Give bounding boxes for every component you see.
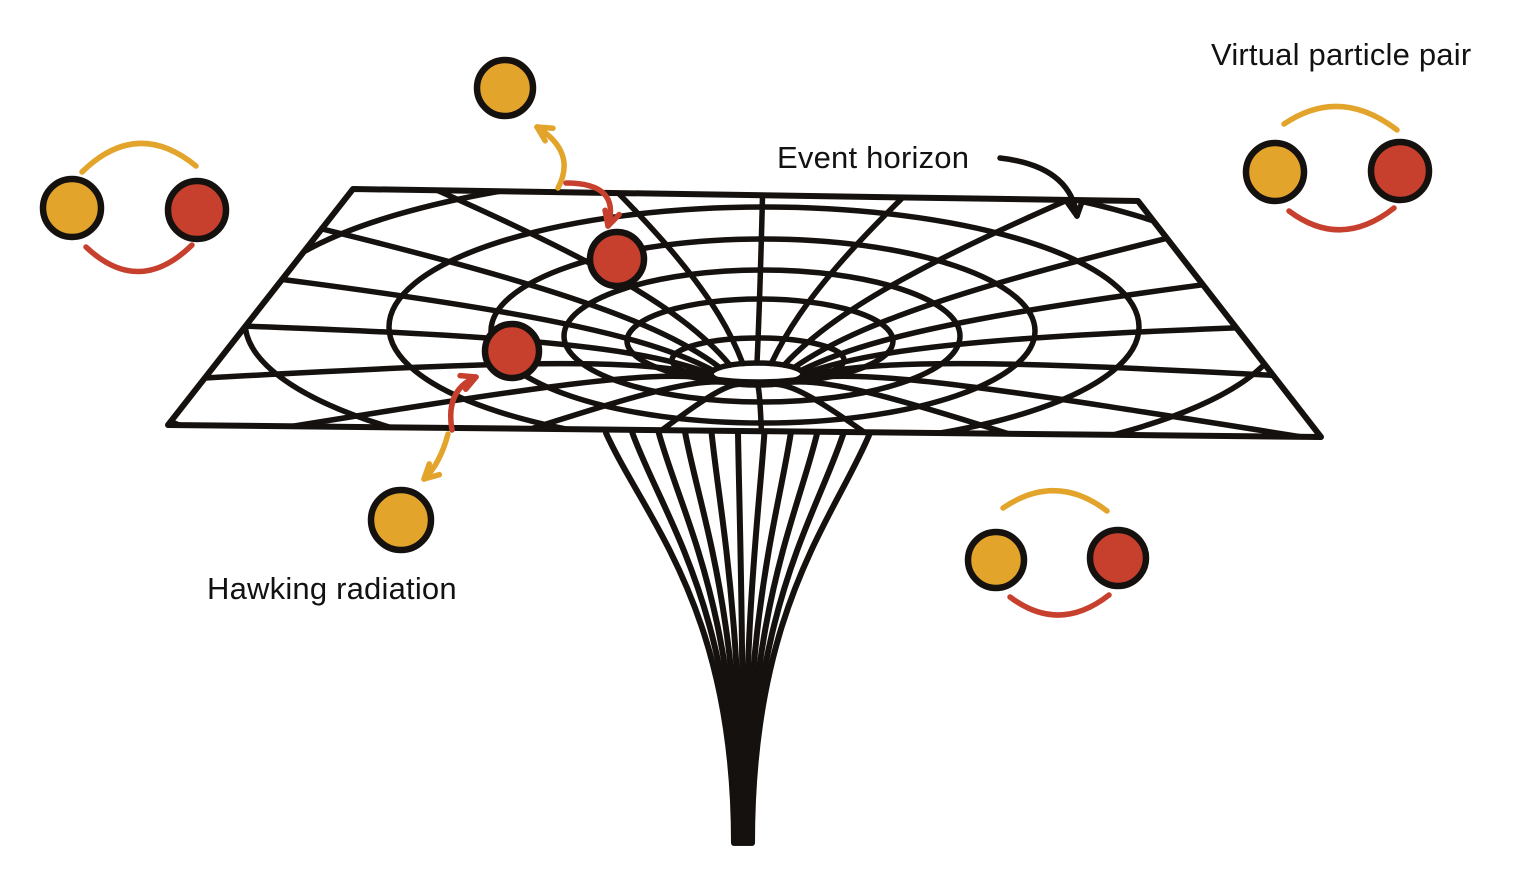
- pair-topright-bottom-arc: [1286, 205, 1397, 233]
- pair-bottomright-top-arc: [1000, 488, 1110, 514]
- orange-particle: [473, 56, 537, 120]
- grid-spoke: [781, 189, 1233, 368]
- pair-left-top-arc: [79, 140, 199, 175]
- infall-arrow-left: [448, 372, 479, 433]
- red-particle: [481, 320, 543, 382]
- grid-spoke: [781, 379, 1233, 437]
- grid-spoke: [797, 360, 1321, 392]
- orange-particle: [367, 486, 435, 554]
- virtual-particle-pair-label: Virtual particle pair: [1211, 37, 1472, 72]
- escape-arrow-left: [421, 431, 451, 482]
- orange-particle: [1242, 139, 1308, 205]
- hawking-radiation-label: Hawking radiation: [207, 571, 457, 606]
- grid-spoke: [768, 381, 1012, 437]
- grid-spoke: [800, 315, 1321, 377]
- orange-particle: [39, 175, 105, 241]
- pair-bottomright-bottom-arc: [1007, 592, 1112, 618]
- grid-spoke: [518, 189, 746, 367]
- grid-spoke: [797, 244, 1321, 374]
- black-hole-funnel: [603, 430, 873, 846]
- grid-spoke: [297, 379, 733, 437]
- pair-topright-top-arc: [1281, 103, 1400, 133]
- event-horizon-arrow: [997, 155, 1086, 219]
- grid-spoke: [754, 189, 768, 366]
- grid-spoke: [768, 189, 1012, 367]
- red-particle: [586, 228, 648, 290]
- escape-arrow-top: [534, 124, 567, 191]
- red-particle: [1367, 138, 1433, 204]
- orange-particle: [964, 528, 1028, 592]
- event-horizon-label: Event horizon: [777, 140, 970, 175]
- infall-arrow-top: [563, 180, 622, 229]
- red-particle: [164, 177, 230, 243]
- spacetime-sheet: [168, 189, 1321, 437]
- sheet-border: [165, 186, 1324, 440]
- pair-left-bottom-arc: [83, 242, 195, 275]
- grid-spoke: [791, 373, 1321, 437]
- funnel-line: [749, 430, 873, 846]
- grid-spoke: [754, 382, 768, 437]
- grid-spoke: [518, 381, 746, 437]
- red-particle: [1086, 526, 1150, 590]
